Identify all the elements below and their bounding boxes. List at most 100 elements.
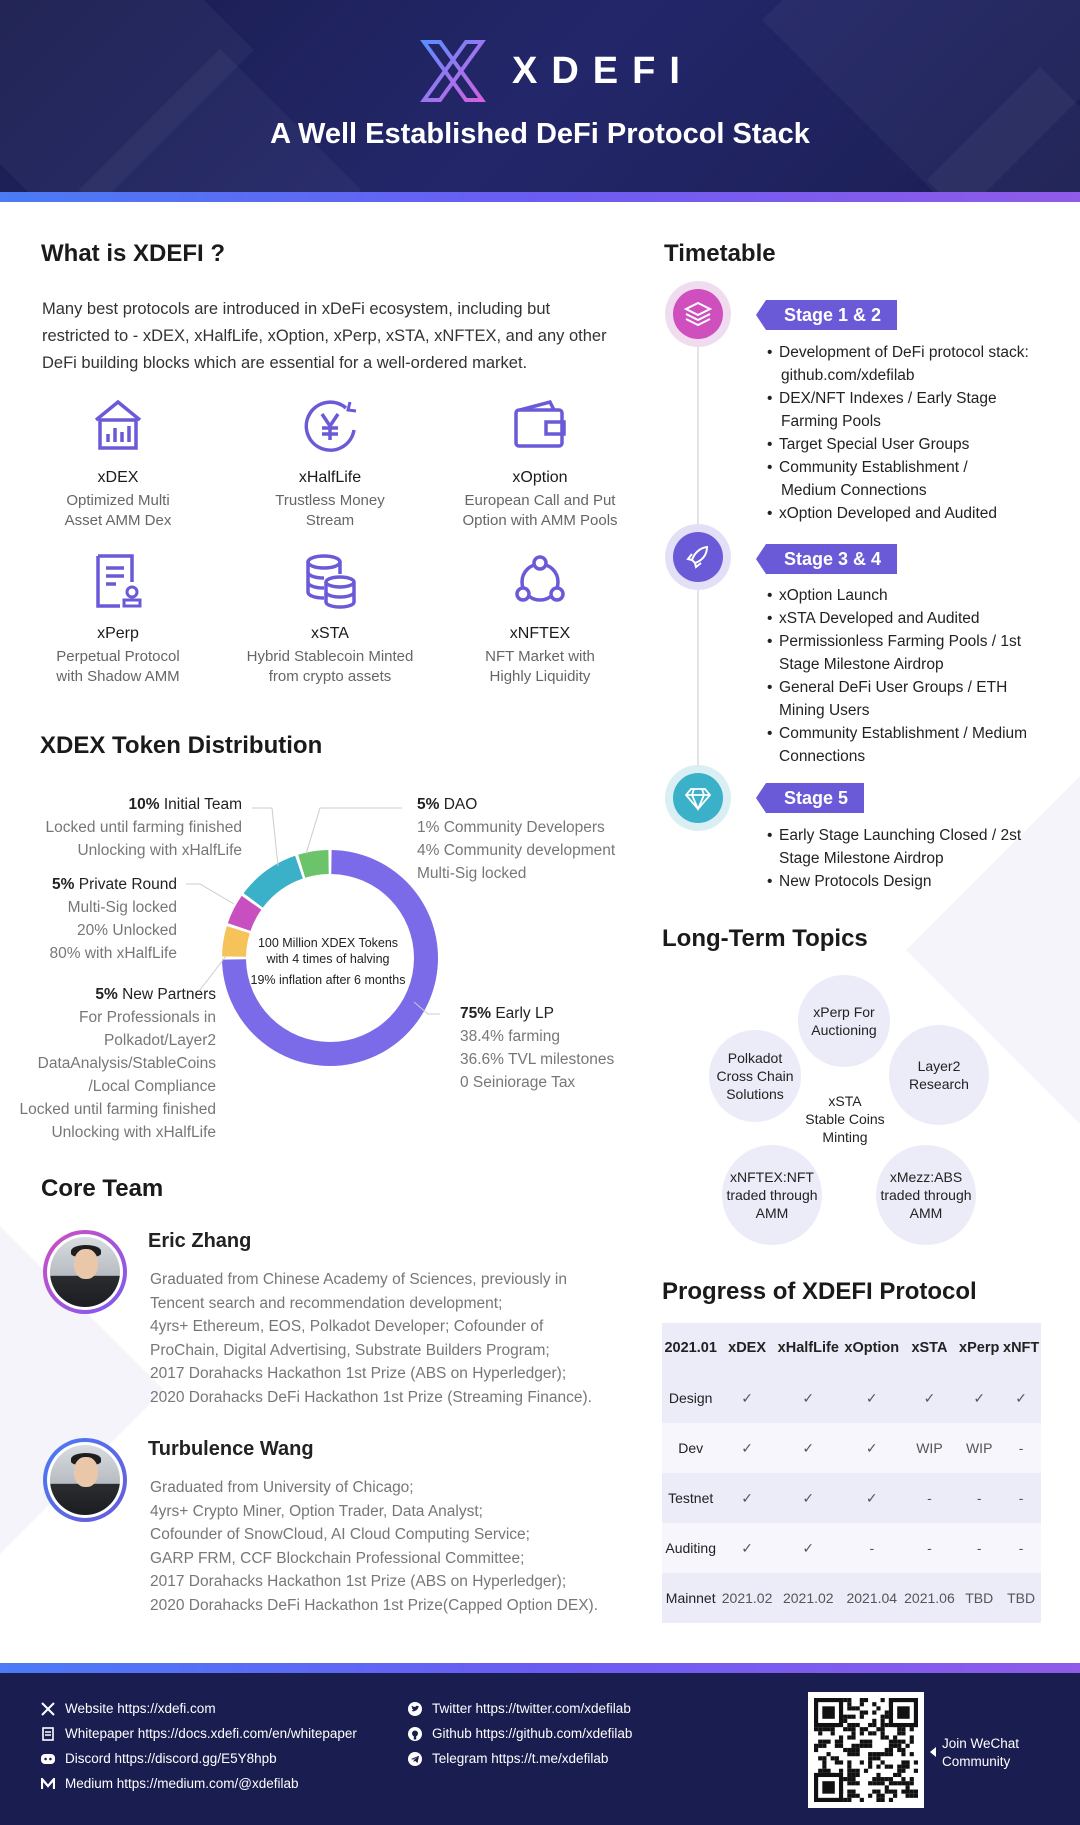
telegram-icon [408, 1751, 422, 1766]
stage-item: xOption Launch [767, 584, 1057, 607]
row-label: Mainnet [662, 1573, 720, 1623]
label-pct: 10% [128, 796, 160, 813]
table-cell: - [1001, 1423, 1041, 1473]
bank-chart-icon [94, 399, 142, 450]
footer-link-github[interactable]: Github https://github.com/xdefilab [408, 1726, 632, 1741]
member-bio: Graduated from University of Chicago; 4y… [150, 1476, 670, 1618]
label-initial-team: 10% Initial Team Locked until farming fi… [22, 793, 242, 862]
footer-link-telegram[interactable]: Telegram https://t.me/xdefilab [408, 1751, 608, 1766]
table-cell: TBD [1001, 1573, 1041, 1623]
bio-line: 2020 Dorahacks DeFi Hackathon 1st Prize … [150, 1388, 592, 1406]
donut-slice-initial-team [243, 855, 303, 908]
xdefi-logo[interactable]: XDEFI [420, 40, 694, 102]
table-cell: ✓ [774, 1373, 842, 1423]
feature-xhalflife: xHalfLife Trustless Money Stream [230, 396, 430, 531]
table-cell: ✓ [841, 1423, 902, 1473]
what-is-title: What is XDEFI ? [41, 240, 226, 267]
table-cell: ✓ [719, 1473, 775, 1523]
core-team-title: Core Team [41, 1175, 164, 1202]
stage-item: Development of DeFi protocol stack:githu… [767, 341, 1057, 387]
table-cell: - [957, 1523, 1002, 1573]
stage-icon [665, 281, 731, 347]
bio-line: 2020 Dorahacks DeFi Hackathon 1st Prize(… [150, 1596, 598, 1614]
table-header: 2021.01 [662, 1323, 720, 1373]
footer-link-website[interactable]: Website https://xdefi.com [41, 1701, 216, 1716]
intro-text: Many best protocols are introduced in xD… [42, 300, 607, 372]
github-icon [408, 1726, 422, 1741]
table-header: xPerp [957, 1323, 1002, 1373]
footer-accent-bar [0, 1663, 1080, 1673]
table-cell: ✓ [957, 1373, 1002, 1423]
footer-link-medium[interactable]: Medium https://medium.com/@xdefilab [41, 1776, 299, 1791]
donut-center-line: with 4 times of halving [266, 952, 390, 966]
feature-xperp: xPerp Perpetual Protocol with Shadow AMM [18, 552, 218, 687]
document-icon [41, 1726, 55, 1741]
logo-text: XDEFI [512, 49, 694, 92]
feature-xoption: xOption European Call and Put Option wit… [440, 396, 640, 531]
label-line: Locked until farming finished [45, 819, 242, 836]
bio-line: Graduated from Chinese Academy of Scienc… [150, 1271, 567, 1288]
diamond-icon [684, 788, 712, 812]
table-cell: - [901, 1523, 958, 1573]
label-pct: 5% [417, 796, 440, 813]
bio-line: GARP FRM, CCF Blockchain Professional Co… [150, 1549, 525, 1567]
table-cell: WIP [901, 1423, 958, 1473]
stage-list: Development of DeFi protocol stack:githu… [767, 341, 1057, 525]
table-row: Auditing✓✓---- [662, 1523, 1041, 1573]
label-line: 36.6% TVL milestones [460, 1051, 615, 1068]
bio-line: 4yrs+ Ethereum, EOS, Polkadot Developer;… [150, 1318, 544, 1336]
label-line: For Professionals in [79, 1009, 216, 1026]
feature-desc: Highly Liquidity [489, 668, 591, 685]
feature-name: xNFTEX [509, 625, 571, 642]
table-cell: ✓ [901, 1373, 958, 1423]
bio-line: ProChain, Digital Advertising, Substrate… [150, 1341, 550, 1359]
table-header: xNFT [1001, 1323, 1041, 1373]
feature-desc: NFT Market with [485, 648, 595, 665]
feature-desc: Asset AMM Dex [64, 512, 172, 529]
stage-item: Community Establishment /Medium Connecti… [767, 456, 1057, 502]
feature-desc: Option with AMM Pools [462, 512, 618, 529]
table-cell: - [901, 1473, 958, 1523]
table-cell: ✓ [774, 1423, 842, 1473]
stage-label: Stage 3 & 4 [755, 544, 898, 574]
feature-name: xHalfLife [298, 469, 362, 486]
footer-link-twitter[interactable]: Twitter https://twitter.com/xdefilab [408, 1701, 631, 1716]
feature-desc: Optimized Multi [66, 492, 170, 509]
link-text: Medium https://medium.com/@xdefilab [65, 1776, 299, 1791]
table-cell: ✓ [719, 1373, 775, 1423]
wechat-label: Join WeChat Community [929, 1735, 1019, 1771]
label-line: 0 Seiniorage Tax [460, 1074, 576, 1091]
wechat-qr-code[interactable] [808, 1692, 924, 1808]
label-name: Early LP [495, 1005, 554, 1022]
label-line: 80% with xHalfLife [49, 945, 177, 962]
label-line: Locked until farming finished [19, 1101, 216, 1118]
footer-link-whitepaper[interactable]: Whitepaper https://docs.xdefi.com/en/whi… [41, 1726, 357, 1741]
bio-line: Tencent search and recommendation develo… [150, 1294, 503, 1312]
footer-link-discord[interactable]: Discord https://discord.gg/E5Y8hpb [41, 1751, 277, 1766]
network-nodes-icon [515, 555, 565, 602]
table-header: xHalfLife [774, 1323, 842, 1373]
feature-desc: Perpetual Protocol [56, 648, 180, 665]
label-private-round: 5% Private Round Multi-Sig locked 20% Un… [20, 873, 177, 965]
link-text: Website https://xdefi.com [65, 1701, 216, 1716]
table-cell: WIP [957, 1423, 1002, 1473]
row-label: Testnet [662, 1473, 720, 1523]
link-text: Whitepaper https://docs.xdefi.com/en/whi… [65, 1726, 357, 1741]
link-text: Twitter https://twitter.com/xdefilab [432, 1701, 631, 1716]
donut-slice-new-partners [222, 926, 250, 957]
row-label: Dev [662, 1423, 720, 1473]
header-banner: XDEFI A Well Established DeFi Protocol S… [0, 0, 1080, 192]
label-pct: 5% [52, 876, 75, 893]
link-text: Github https://github.com/xdefilab [432, 1726, 633, 1741]
table-cell: 2021.06 [901, 1573, 958, 1623]
table-cell: ✓ [841, 1373, 902, 1423]
progress-table: 2021.01 xDEX xHalfLife xOption xSTA xPer… [662, 1323, 1041, 1623]
feature-xdex: xDEX Optimized Multi Asset AMM Dex [18, 396, 218, 531]
bio-line: Cofounder of SnowCloud, AI Cloud Computi… [150, 1526, 530, 1544]
